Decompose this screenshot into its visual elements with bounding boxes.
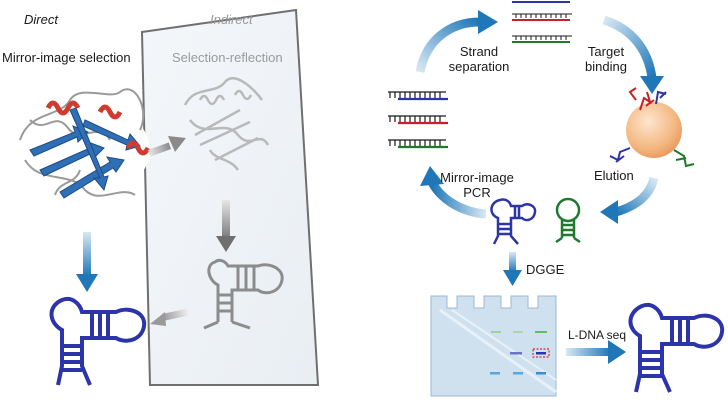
ldna-seq-arrow-icon bbox=[608, 340, 626, 364]
label-strand-separation-line1: Strand bbox=[459, 44, 499, 59]
aptamer-blue-direct bbox=[49, 297, 147, 386]
aptamer-blue-final bbox=[628, 303, 725, 393]
blue-arrow-down-shaft bbox=[83, 232, 91, 276]
target-bead bbox=[626, 102, 682, 158]
blue-arrow-down-icon bbox=[76, 274, 98, 292]
aptamer-green bbox=[555, 197, 581, 244]
grey-arrow-down-icon bbox=[216, 236, 236, 252]
dgge-gel bbox=[430, 295, 557, 397]
label-ldna-seq: L-DNA seq bbox=[568, 328, 627, 342]
label-mirror-image-pcr-line2: PCR bbox=[463, 185, 491, 200]
label-target-binding: Target binding bbox=[576, 44, 636, 74]
label-target-binding-line2: binding bbox=[585, 59, 627, 74]
protein-structure-direct bbox=[14, 88, 151, 199]
label-strand-separation-line2: separation bbox=[448, 59, 510, 74]
mirror-plane bbox=[140, 8, 320, 386]
bound-aptamers bbox=[609, 87, 695, 168]
dgge-arrow-icon bbox=[503, 270, 522, 286]
ldna-seq-arrow-shaft bbox=[566, 348, 610, 356]
label-mirror-image-pcr-line1: Mirror-image bbox=[440, 170, 514, 185]
grey-arrow-down-shaft bbox=[222, 200, 230, 238]
dna-duplexes-top bbox=[512, 1, 572, 43]
aptamer-grey bbox=[203, 258, 284, 330]
label-mirror-image-pcr: Mirror-image PCR bbox=[432, 170, 522, 200]
label-direct: Direct bbox=[24, 12, 58, 27]
dna-duplexes-left bbox=[388, 91, 448, 149]
aptamer-blue-pcr bbox=[490, 198, 537, 245]
protein-structure-mirror bbox=[183, 77, 270, 171]
label-mirror-image-selection: Mirror-image selection bbox=[2, 50, 131, 65]
cycle-arrow-target-binding bbox=[602, 15, 657, 79]
grey-arrow-left-icon bbox=[150, 312, 166, 326]
label-target-binding-line1: Target bbox=[587, 44, 625, 59]
label-elution: Elution bbox=[594, 168, 634, 183]
cycle-arrow-pcr bbox=[427, 179, 487, 219]
label-indirect: Indirect bbox=[210, 12, 253, 27]
grey-arrow-right-icon bbox=[168, 136, 186, 152]
cycle-arrow-elution bbox=[614, 176, 659, 217]
label-strand-separation: Strand separation bbox=[440, 44, 518, 74]
cycle-arrow-strand-separation bbox=[415, 17, 481, 74]
label-selection-reflection: Selection-reflection bbox=[172, 50, 283, 65]
label-dgge: DGGE bbox=[526, 262, 565, 277]
dgge-arrow-shaft bbox=[509, 252, 516, 272]
